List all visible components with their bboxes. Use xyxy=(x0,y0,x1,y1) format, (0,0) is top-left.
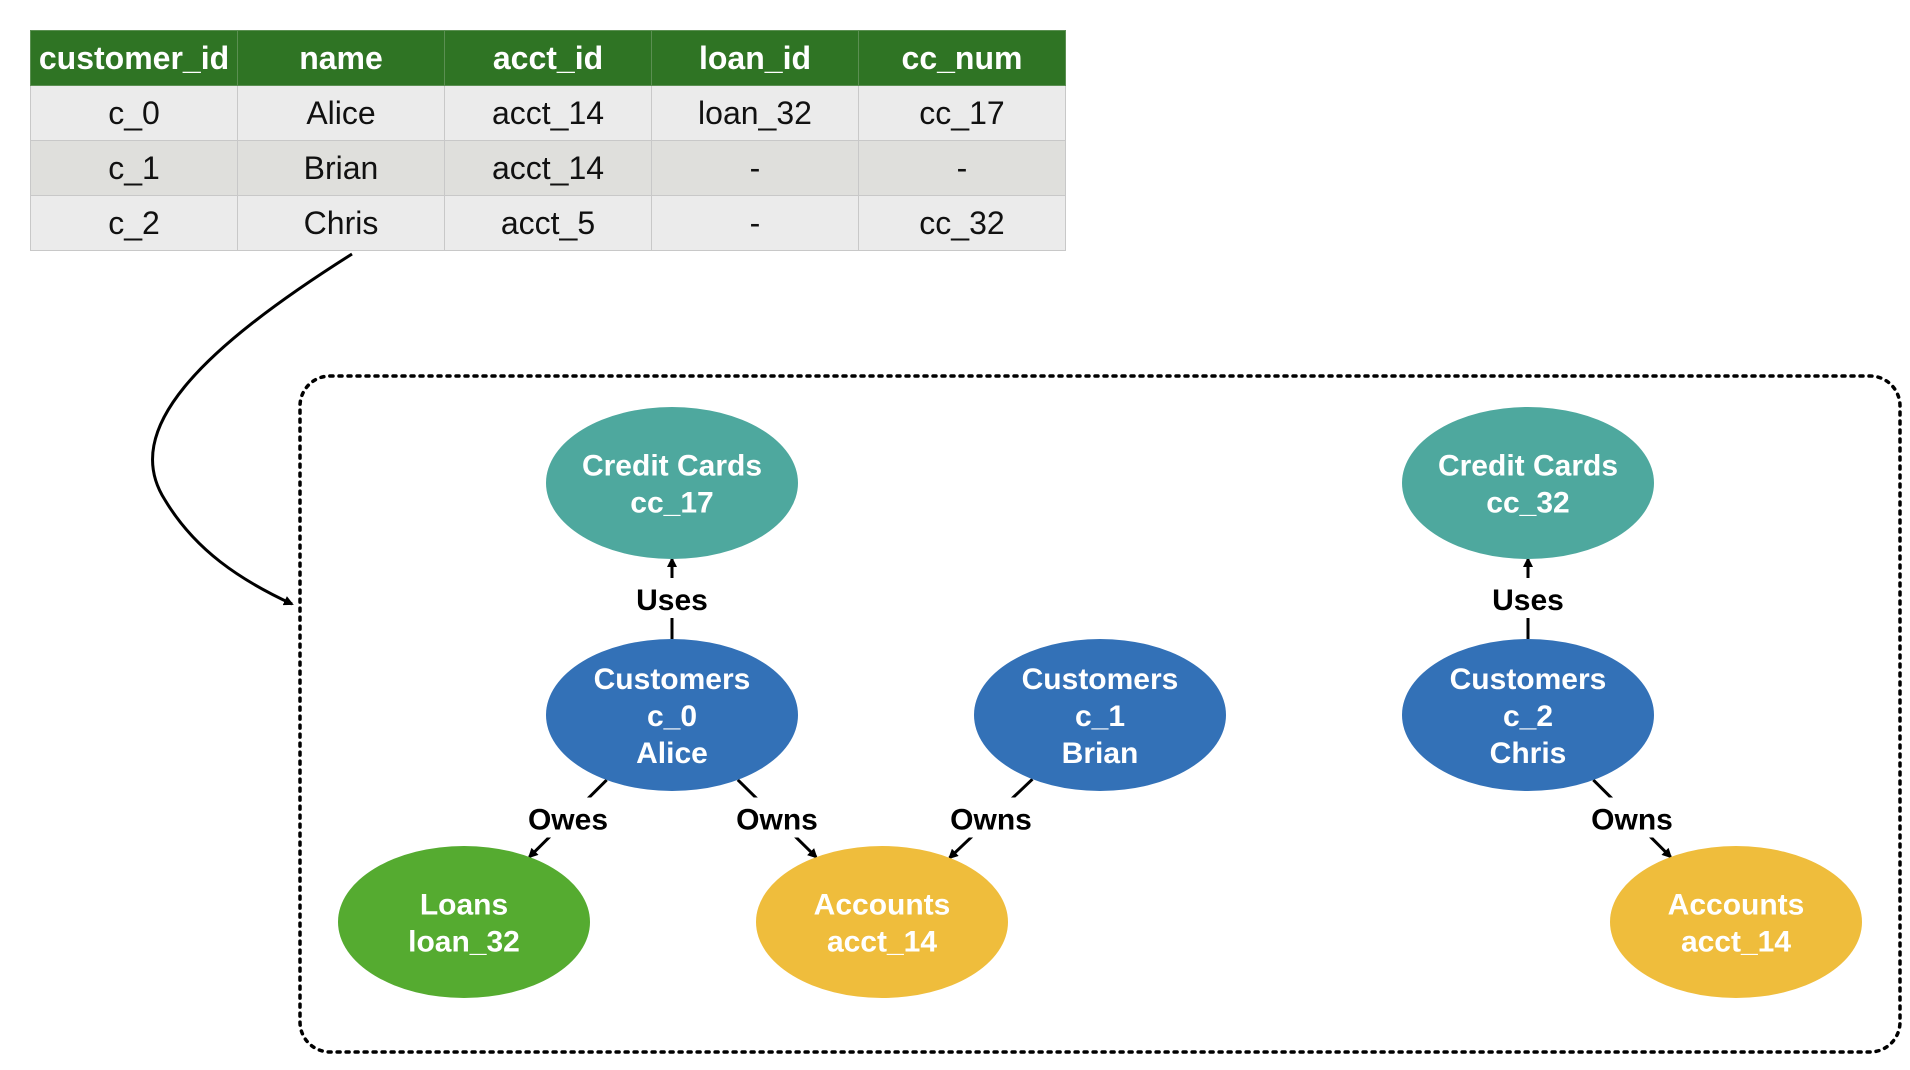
node-ellipse xyxy=(1402,407,1654,559)
transform-arrow xyxy=(151,252,353,606)
table-cell: loan_32 xyxy=(651,85,859,141)
node-ellipse xyxy=(1402,639,1654,791)
edge-label-background xyxy=(632,578,712,618)
node-cc32: Credit Cards cc_32 xyxy=(1402,407,1654,559)
node-ellipse xyxy=(974,639,1226,791)
edge-label: Owns xyxy=(736,804,818,837)
customer-table: customer_id name acct_id loan_id cc_num … xyxy=(30,30,1066,251)
node-label: cc_32 xyxy=(1486,487,1569,520)
edge-owns-cust2-acct14b: Owns xyxy=(1591,778,1673,859)
node-label: Accounts xyxy=(814,889,951,922)
node-label: loan_32 xyxy=(408,926,520,959)
node-label: c_2 xyxy=(1503,700,1553,733)
node-label: Chris xyxy=(1490,737,1567,770)
node-label: Accounts xyxy=(1668,889,1805,922)
table-cell: - xyxy=(651,195,859,251)
node-loan32: Loans loan_32 xyxy=(338,846,590,998)
table-row: c_1 Brian acct_14 - - xyxy=(30,140,1066,196)
node-cc17: Credit Cards cc_17 xyxy=(546,407,798,559)
node-label: Brian xyxy=(1062,737,1139,770)
table-header-row: customer_id name acct_id loan_id cc_num xyxy=(30,30,1066,86)
column-header: cc_num xyxy=(858,30,1066,86)
node-label: acct_14 xyxy=(1681,926,1791,959)
edge-label: Uses xyxy=(1492,584,1564,617)
table-cell: c_0 xyxy=(30,85,238,141)
edge-uses-cust2-cc32: Uses xyxy=(1488,557,1568,639)
edge-owns-cust1-acct14a: Owns xyxy=(948,778,1034,860)
edge-label-background xyxy=(528,797,608,838)
table-row: c_0 Alice acct_14 loan_32 cc_17 xyxy=(30,85,1066,141)
edge-owns-cust0-acct14a: Owns xyxy=(736,778,818,859)
node-ellipse xyxy=(756,846,1008,998)
table-row: c_2 Chris acct_5 - cc_32 xyxy=(30,195,1066,251)
table-cell: Brian xyxy=(237,140,445,196)
table-cell: - xyxy=(858,140,1066,196)
table-cell: Chris xyxy=(237,195,445,251)
edge-label-background xyxy=(737,797,817,838)
node-label: c_0 xyxy=(647,700,697,733)
node-label: cc_17 xyxy=(630,487,713,520)
table-cell: Alice xyxy=(237,85,445,141)
node-label: acct_14 xyxy=(827,926,937,959)
node-ellipse xyxy=(546,639,798,791)
table-cell: acct_14 xyxy=(444,140,652,196)
node-ellipse xyxy=(546,407,798,559)
node-label: Alice xyxy=(636,737,708,770)
node-label: Customers xyxy=(594,663,751,696)
node-acct14a: Accounts acct_14 xyxy=(756,846,1008,998)
table-cell: cc_32 xyxy=(858,195,1066,251)
node-label: c_1 xyxy=(1075,700,1125,733)
node-label: Credit Cards xyxy=(582,450,762,483)
node-label: Loans xyxy=(420,889,508,922)
edge-label-background xyxy=(951,797,1031,838)
node-acct14b: Accounts acct_14 xyxy=(1610,846,1862,998)
edge-uses-cust0-cc17: Uses xyxy=(632,557,712,639)
table-cell: c_2 xyxy=(30,195,238,251)
table-cell: c_1 xyxy=(30,140,238,196)
node-ellipse xyxy=(338,846,590,998)
edge-label: Uses xyxy=(636,584,708,617)
table-cell: acct_14 xyxy=(444,85,652,141)
edge-label-background xyxy=(1488,578,1568,618)
edge-label-background xyxy=(1592,797,1672,838)
table-cell: acct_5 xyxy=(444,195,652,251)
node-label: Customers xyxy=(1450,663,1607,696)
edge-label: Owes xyxy=(528,804,608,837)
column-header: customer_id xyxy=(30,30,238,86)
node-ellipse xyxy=(1610,846,1862,998)
node-label: Credit Cards xyxy=(1438,450,1618,483)
node-label: Customers xyxy=(1022,663,1179,696)
table-cell: cc_17 xyxy=(858,85,1066,141)
edge-label: Owns xyxy=(950,804,1032,837)
column-header: loan_id xyxy=(651,30,859,86)
edge-label: Owns xyxy=(1591,804,1673,837)
edge-owes-cust0-loan32: Owes xyxy=(527,778,608,859)
column-header: name xyxy=(237,30,445,86)
